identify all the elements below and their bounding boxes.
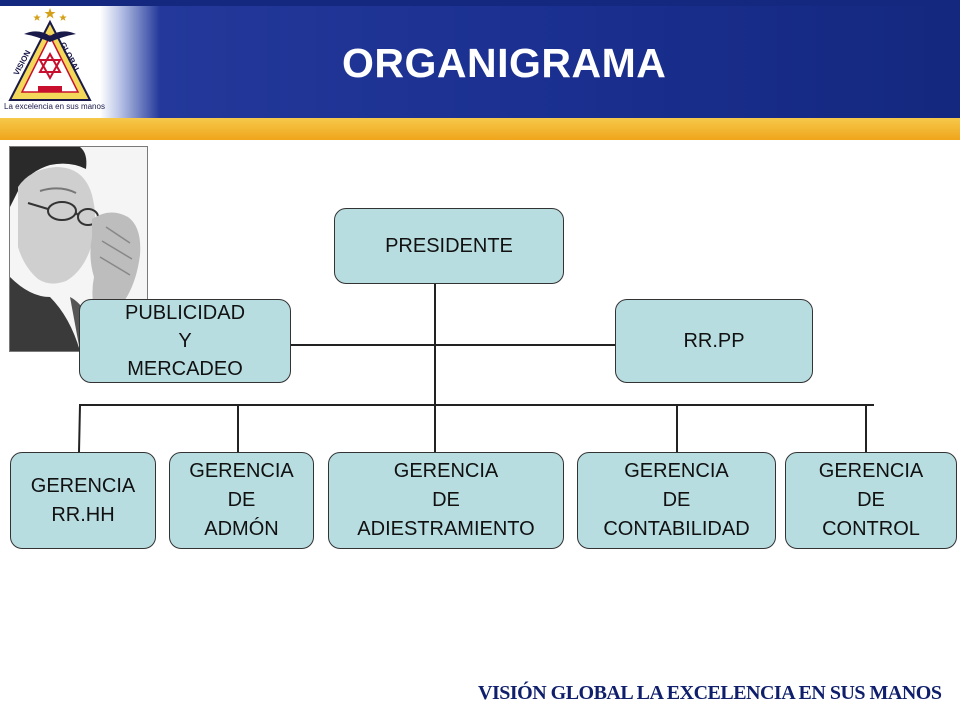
- accounting-line-1: GERENCIA: [624, 460, 729, 482]
- admin-line-2: DE: [227, 489, 256, 511]
- hr-line-1: GERENCIA: [30, 474, 136, 497]
- public-relations-label: RR.PP: [683, 329, 745, 352]
- accounting-line-2: DE: [662, 489, 691, 511]
- accounting-line-3: CONTABILIDAD: [603, 518, 750, 540]
- training-line-3: ADIESTRAMIENTO: [357, 518, 535, 540]
- training-line-2: DE: [432, 489, 460, 511]
- president-box: PRESIDENTE: [334, 208, 564, 284]
- admin-line-3: ADMÓN: [204, 518, 279, 540]
- admin-line-1: GERENCIA: [189, 460, 294, 482]
- marketing-line-3: MERCADEO: [127, 358, 243, 380]
- control-management-box: GERENCIA DE CONTROL: [785, 452, 957, 549]
- header-banner: ORGANIGRAMA: [0, 0, 960, 118]
- marketing-line-2: Y: [178, 330, 192, 352]
- control-line-1: GERENCIA: [818, 460, 924, 482]
- training-management-box: GERENCIA DE ADIESTRAMIENTO: [328, 452, 564, 549]
- training-line-1: GERENCIA: [393, 460, 499, 482]
- page-title: ORGANIGRAMA: [342, 40, 667, 86]
- hr-line-2: RR.HH: [51, 503, 115, 526]
- accent-bar: [0, 118, 960, 140]
- president-label: PRESIDENTE: [385, 234, 513, 257]
- hr-management-box: GERENCIA RR.HH: [10, 452, 156, 549]
- man-portrait-icon: [10, 147, 147, 351]
- thinking-man-photo: [9, 146, 148, 352]
- marketing-line-1: PUBLICIDAD: [124, 302, 246, 324]
- public-relations-box: RR.PP: [615, 299, 813, 383]
- logo-emblem-icon: VISION GLOBAL: [8, 8, 92, 101]
- vision-global-logo: VISION GLOBAL: [4, 6, 96, 116]
- control-line-3: CONTROL: [822, 518, 920, 540]
- logo-caption: La excelencia en sus manos: [4, 102, 105, 111]
- marketing-box: PUBLICIDAD Y MERCADEO: [79, 299, 291, 383]
- administration-management-box: GERENCIA DE ADMÓN: [169, 452, 314, 549]
- footer-slogan: VISIÓN GLOBAL LA EXCELENCIA EN SUS MANOS: [478, 682, 942, 704]
- control-line-2: DE: [857, 489, 885, 511]
- accounting-management-box: GERENCIA DE CONTABILIDAD: [577, 452, 776, 549]
- header-top-line: [0, 0, 960, 6]
